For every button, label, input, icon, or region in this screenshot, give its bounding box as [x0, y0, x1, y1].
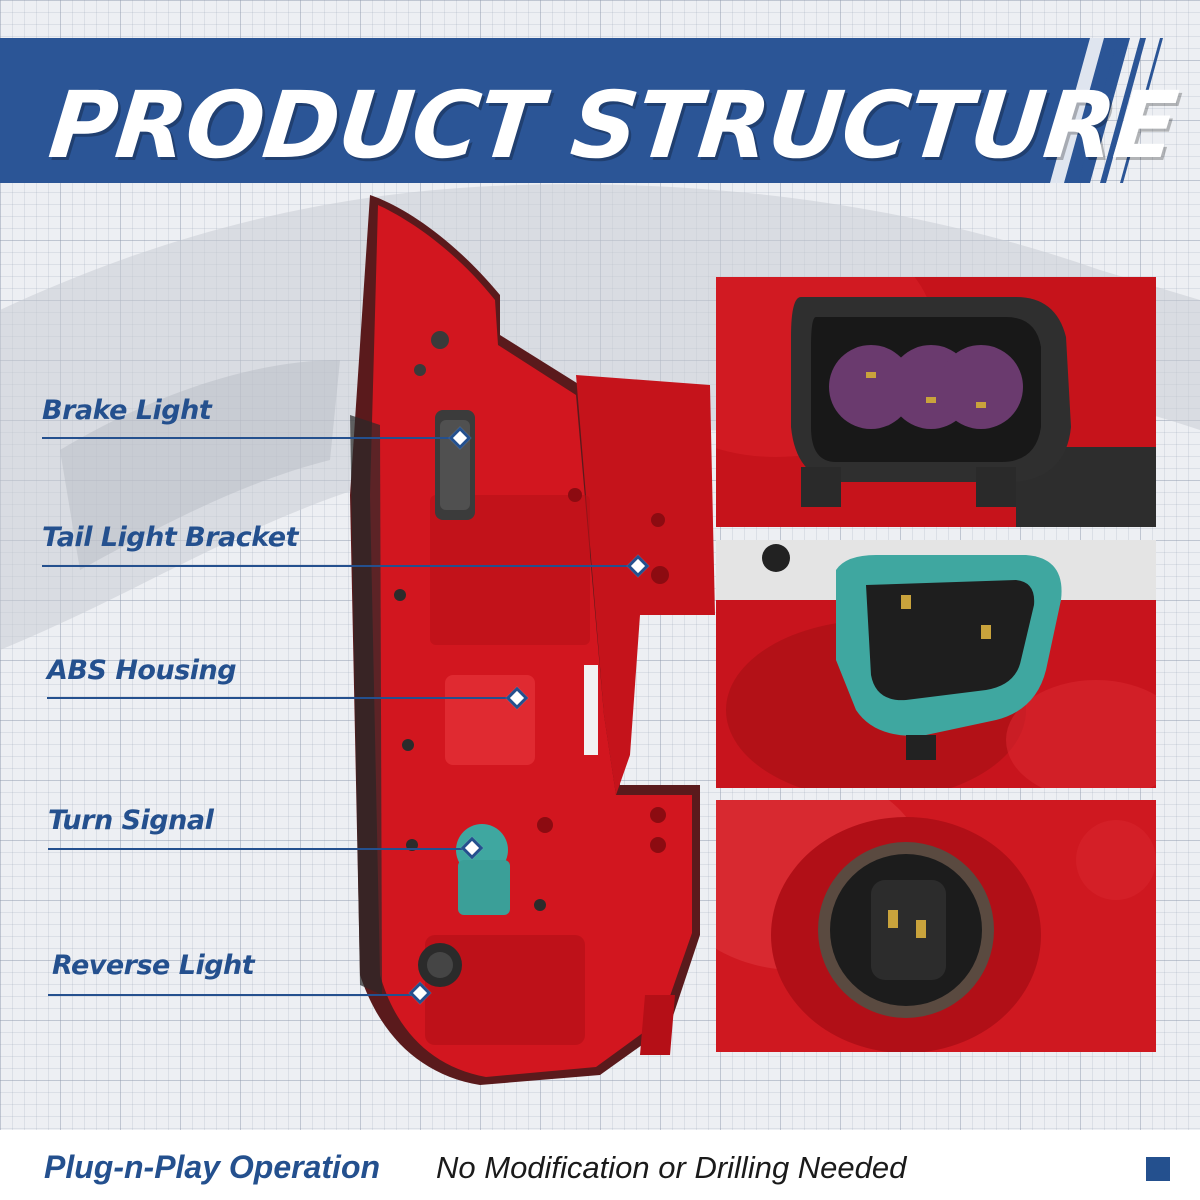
callout-line-reverse-light [48, 994, 420, 996]
callout-label-brake-light: Brake Light [42, 395, 212, 426]
detail-panel-connector [716, 277, 1156, 527]
tail-light-housing [350, 195, 715, 1085]
footer-bar: Plug-n-Play Operation No Modification or… [0, 1130, 1200, 1200]
callout-label-reverse-light: Reverse Light [52, 950, 255, 981]
callout-line-abs-housing [47, 697, 517, 699]
detail-panel-turn-socket [716, 540, 1156, 788]
square-icon [1146, 1157, 1170, 1181]
callout-label-turn-signal: Turn Signal [48, 805, 214, 836]
title-banner: PRODUCT STRUCTURE [0, 38, 1200, 183]
detail-panel-reverse-socket [716, 800, 1156, 1052]
page-title: PRODUCT STRUCTURE [44, 72, 1182, 179]
callout-line-turn-signal [48, 848, 472, 850]
callout-line-brake-light [42, 437, 460, 439]
callout-label-tail-light-bracket: Tail Light Bracket [42, 522, 299, 553]
callout-line-tail-light-bracket [42, 565, 638, 567]
callout-label-abs-housing: ABS Housing [47, 655, 237, 686]
footer-text: No Modification or Drilling Needed [436, 1150, 907, 1185]
footer-highlight: Plug-n-Play Operation [44, 1149, 381, 1185]
